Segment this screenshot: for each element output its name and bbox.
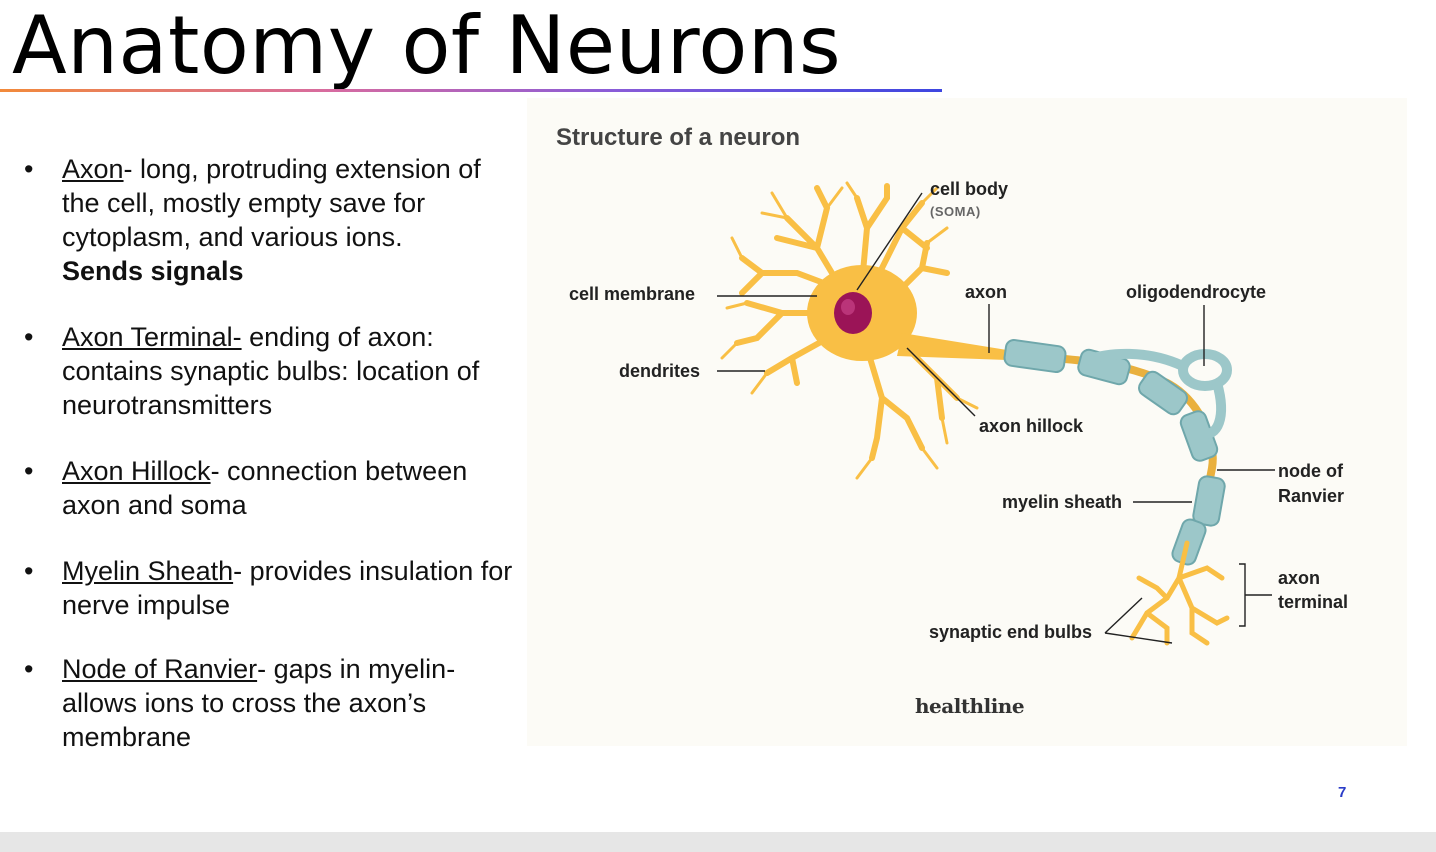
- bottom-status-bar: [0, 832, 1436, 852]
- bullet-text: - long, protruding extension of the cell…: [62, 154, 481, 252]
- label-soma: (SOMA): [930, 204, 981, 219]
- bullet-term: Node of Ranvier: [62, 654, 258, 684]
- neuron-illustration: [717, 181, 1275, 646]
- label-synaptic-end-bulbs: synaptic end bulbs: [929, 622, 1093, 642]
- oligodendrocyte-icon: [1085, 348, 1232, 439]
- bullet-axon: • Axon- long, protruding extension of th…: [24, 152, 516, 288]
- label-axon: axon: [965, 282, 1008, 302]
- bullet-axon-hillock: • Axon Hillock- connection between axon …: [24, 454, 516, 522]
- label-leader-lines: [717, 192, 1275, 644]
- figure-title: Structure of a neuron: [556, 124, 801, 151]
- axon-hillock-icon: [897, 333, 1007, 360]
- myelin-sheath-icon: [1003, 338, 1226, 566]
- healthline-logo: healthline: [915, 694, 1025, 718]
- bullet-dot-icon: •: [24, 556, 34, 586]
- nucleus-icon: [834, 292, 872, 334]
- bullet-dot-icon: •: [24, 322, 34, 352]
- slide-title: Anatomy of Neurons: [12, 0, 842, 92]
- bullet-myelin-sheath: • Myelin Sheath- provides insulation for…: [24, 554, 516, 622]
- label-myelin-sheath: myelin sheath: [1002, 492, 1123, 512]
- bullet-dot-icon: •: [24, 654, 34, 684]
- bullet-list: • Axon- long, protruding extension of th…: [24, 152, 516, 784]
- bullet-term: Axon: [62, 154, 124, 184]
- bullet-node-of-ranvier: • Node of Ranvier- gaps in myelin- allow…: [24, 652, 516, 754]
- bullet-text: - provides insulation for nerve impulse: [62, 556, 513, 620]
- label-oligodendrocyte: oligodendrocyte: [1126, 282, 1267, 302]
- bullet-term: Myelin Sheath: [62, 556, 234, 586]
- bullet-text: - gaps in myelin- allows ions to cross t…: [62, 654, 456, 752]
- label-axon-hillock: axon hillock: [979, 416, 1084, 436]
- neuron-figure: Structure of a neuron cell body (SOMA) c…: [527, 98, 1407, 746]
- axon-terminal-icon: [1129, 540, 1230, 646]
- bullet-term: Axon Terminal-: [62, 322, 242, 352]
- label-cell-membrane: cell membrane: [569, 284, 696, 304]
- label-axon-terminal-line2: terminal: [1278, 592, 1349, 612]
- bullet-text: - connection between axon and soma: [62, 456, 468, 520]
- label-dendrites: dendrites: [619, 361, 701, 381]
- label-axon-terminal-line1: axon: [1278, 568, 1321, 588]
- bullet-axon-terminal: • Axon Terminal- ending of axon: contain…: [24, 320, 516, 422]
- bullet-term: Axon Hillock: [62, 456, 211, 486]
- label-node-of: node of: [1278, 461, 1343, 481]
- bullet-dot-icon: •: [24, 154, 34, 184]
- label-cell-body: cell body: [930, 179, 1009, 199]
- title-gradient-rule: [0, 89, 942, 92]
- bullet-strong-text: Sends signals: [62, 256, 244, 286]
- page-number: 7: [1338, 784, 1347, 801]
- bullet-dot-icon: •: [24, 456, 34, 486]
- label-ranvier: Ranvier: [1278, 486, 1345, 506]
- bullet-text: ending of axon: contains synaptic bulbs:…: [62, 322, 480, 420]
